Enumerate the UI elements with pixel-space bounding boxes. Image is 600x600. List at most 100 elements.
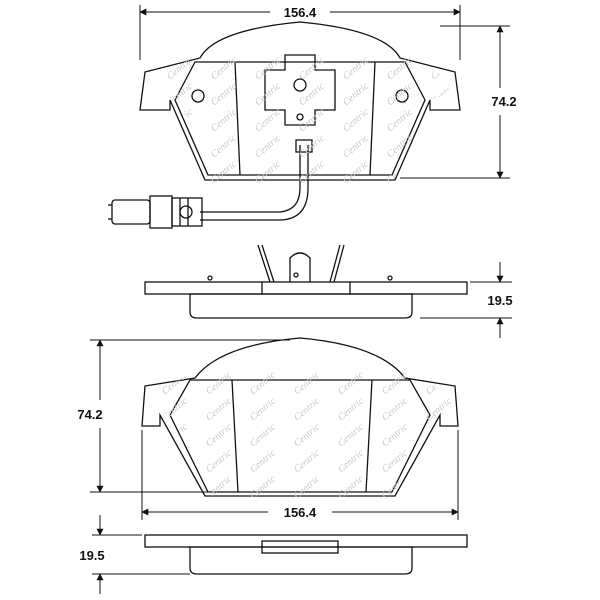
wear-sensor-tab [295,139,313,153]
watermark-text: Centric [160,473,190,501]
watermark-text: Centric [385,80,415,108]
watermark-text: Centric [424,395,454,423]
watermark-text: Centric [204,369,234,397]
watermark-text: Centric [341,106,371,134]
watermark-text: Centric [253,132,283,160]
watermark-text: Centric [336,447,366,475]
watermark-text: Centric [336,395,366,423]
watermark-text: Centric [165,54,195,82]
bottom-backing-plate [141,337,459,497]
watermark-text: Centric [424,473,454,501]
watermark-text: Centric [292,395,322,423]
top-pad-view [108,21,461,229]
side-backing-plate [144,281,468,295]
watermark-text: Centric [341,132,371,160]
watermark-text: Centric [341,158,371,186]
side-thickness-dimension-bottom [92,515,190,594]
watermark-text: Centric [341,54,371,82]
bottom-thickness-label: 19.5 [79,548,104,563]
watermark-text: Centric [429,54,459,82]
watermark-text: Centric [336,421,366,449]
bottom-pad-view [141,337,459,497]
watermark-text: Centric [380,421,410,449]
side-thickness-dimension-top [420,262,512,338]
bottom-width-dimension [141,430,459,520]
side-view-top [144,244,468,319]
watermark-text: Centric [248,395,278,423]
top-height-label: 74.2 [491,94,516,109]
side-friction-block [189,293,413,319]
side-clip-center [289,252,311,282]
watermark-text: Centric [429,158,459,186]
side-rivet-left [207,275,213,281]
top-hole-left [191,89,205,103]
watermark-text: Centric [297,54,327,82]
watermark-text: Centric [253,158,283,186]
watermark-text: Centric [297,132,327,160]
watermark-text: Centric [248,473,278,501]
top-clip-rivet [296,113,304,121]
bottom-slot-right [365,379,373,493]
watermark-text: Centric [380,447,410,475]
watermark-text: Centric [297,80,327,108]
watermark-text: Centric [385,158,415,186]
side-spring-clip [257,244,345,283]
side2-friction-block [189,546,413,575]
watermark-text: Centric [209,106,239,134]
watermark-text: Centric [204,473,234,501]
watermark-text: Centric [165,158,195,186]
bottom-height-label: 74.2 [77,407,102,422]
watermark-text: Centric [253,54,283,82]
wear-sensor-wire [200,145,301,213]
watermark-text: Centric [209,132,239,160]
watermark-text: Centric [248,369,278,397]
top-clip-hole [293,78,307,92]
watermark-text: Centric [297,158,327,186]
watermark-text: Centric [204,447,234,475]
watermark-text: Centric [341,80,371,108]
watermark-text: Centric [292,369,322,397]
watermark-text: Centric [385,106,415,134]
watermark-text: Centric [209,158,239,186]
watermark-text: Centric [160,395,190,423]
watermark-text: Centric [292,421,322,449]
watermark-text: Centric [429,132,459,160]
bottom-width-label: 156.4 [284,505,317,520]
top-height-dimension [400,25,510,179]
watermark-text: Centric [292,473,322,501]
wear-sensor-wire-outer [200,145,309,221]
watermark-text: Centric [336,369,366,397]
top-thickness-label: 19.5 [487,293,512,308]
bottom-friction-material [169,379,431,493]
side-view-bottom [144,534,468,575]
top-width-dimension [139,5,461,60]
top-hole-right [395,89,409,103]
watermark-text: Centric [209,80,239,108]
watermark-text: Centric [204,421,234,449]
watermark-text: Centric [380,395,410,423]
side-rivet-right [387,275,393,281]
watermark-text: Centric [248,447,278,475]
side2-center-boss [261,540,339,554]
watermark-text: Centric [424,447,454,475]
watermark-text: Centric [336,473,366,501]
wear-sensor-connector [108,195,203,229]
top-width-label: 156.4 [284,5,317,20]
top-slot-left [234,61,241,176]
watermark-text: Centric [429,80,459,108]
side-clip-pin [293,272,299,278]
top-clip [264,54,336,126]
watermark-text: Centric [248,421,278,449]
top-friction-material [174,61,426,176]
watermark-text: Centric [253,80,283,108]
watermark-text: Centric [380,369,410,397]
top-slot-right [369,61,376,176]
top-backing-plate [139,21,461,181]
bottom-slot-left [231,379,239,493]
watermark-text: Centric [292,447,322,475]
watermark-text: Centric [204,395,234,423]
